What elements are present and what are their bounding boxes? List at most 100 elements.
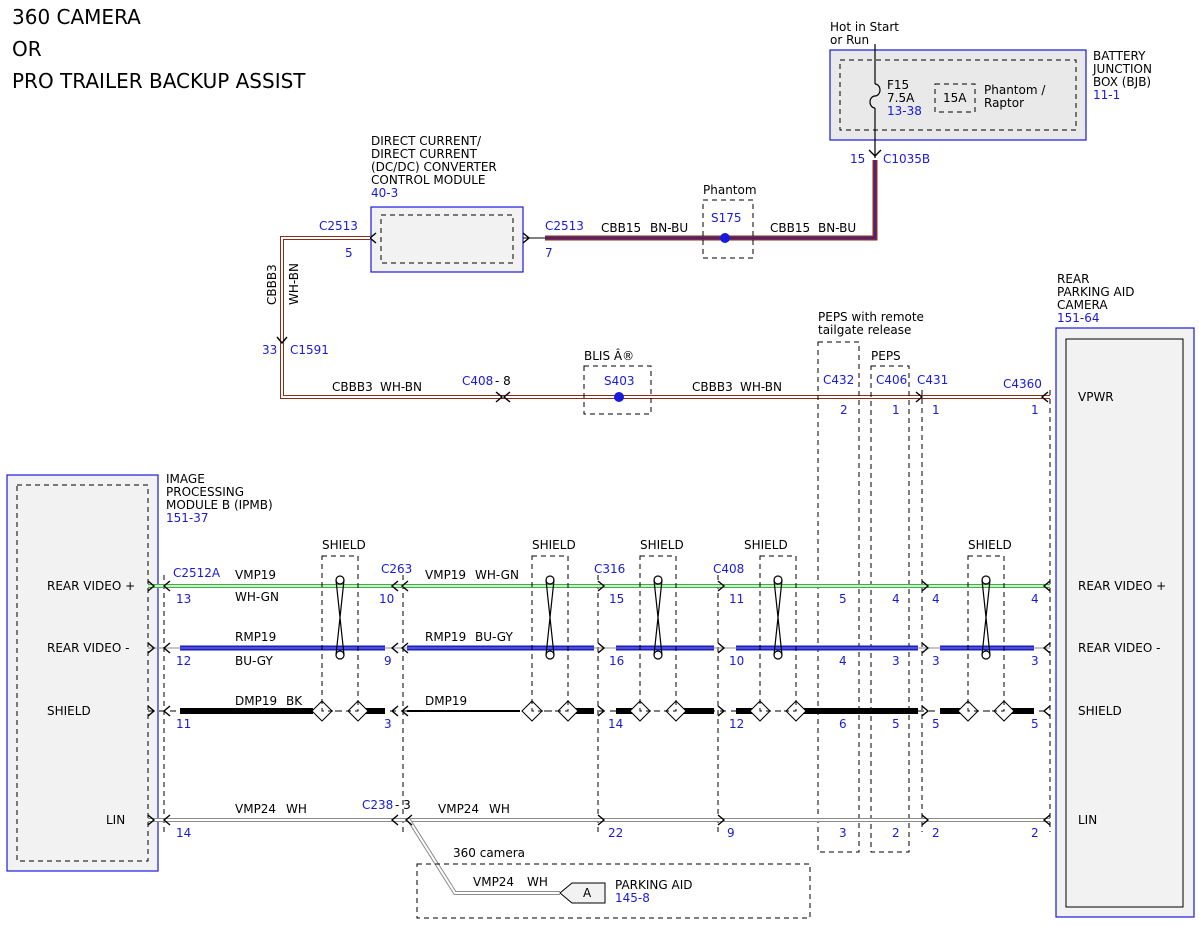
wire-vmp24-c-circuit: VMP24 (473, 875, 514, 889)
wire-cbbb3 (280, 236, 1050, 399)
wire-vmp19-a-circuit: VMP19 (235, 568, 276, 582)
ipmb-ref: 151-37 (166, 511, 209, 525)
camera-name-1: REAR (1057, 272, 1089, 286)
battery-junction-box: BATTERY JUNCTION BOX (BJB) 11-1 (829, 49, 1152, 141)
wire-dmp19-a-color: BK (286, 694, 303, 708)
fuse-rating: 7.5A (887, 91, 915, 105)
s175-option-label: Phantom (703, 183, 757, 197)
c1035b-connector-icon (868, 149, 882, 157)
wire-rmp19-b-color: BU-GY (475, 630, 513, 644)
c431-pin-2: 2 (932, 826, 940, 840)
c432-pin-3: 3 (839, 826, 847, 840)
c408-pin-9: 9 (727, 826, 735, 840)
camera360-option-box (416, 863, 811, 919)
wire-dmp19-a-circuit: DMP19 (235, 694, 277, 708)
shield-label-2: SHIELD (532, 538, 576, 552)
ipmb-signal-lin: LIN (106, 813, 125, 827)
c432-pin-6: 6 (839, 717, 847, 731)
wire-cbbb3-b-color: WH-BN (740, 380, 782, 394)
c431-pin-1: 1 (932, 403, 940, 417)
shield-label-3: SHIELD (640, 538, 684, 552)
ipmb-signal-rear-video-neg: REAR VIDEO - (47, 641, 129, 655)
c316-name: C316 (594, 562, 625, 576)
c1035b-pin: 15 (850, 152, 865, 166)
fuse-alt-rating: 15A (943, 91, 967, 105)
c408-pin-11: 11 (729, 592, 744, 606)
camera360-label: 360 camera (453, 846, 525, 860)
camera-signal-rear-video-pos: REAR VIDEO + (1078, 579, 1166, 593)
c316-pin-14: 14 (608, 717, 623, 731)
c408-pin-10: 10 (729, 654, 744, 668)
hot-in-start-label-2: or Run (830, 33, 869, 47)
c1591-name: C1591 (290, 343, 329, 357)
camera-signal-shield: SHIELD (1078, 704, 1122, 718)
ipmb-name-1: IMAGE (166, 472, 205, 486)
shield-label-1: SHIELD (322, 538, 366, 552)
pin-numbers: 13 12 11 14 10 9 3 15 16 14 22 11 10 12 … (176, 403, 1039, 840)
wire-vmp19-b-color: WH-GN (475, 568, 519, 582)
c432-name: C432 (823, 373, 854, 387)
ipmb-pin-14: 14 (176, 826, 191, 840)
ipmb-name-2: PROCESSING (166, 485, 244, 499)
c238-pin: - 3 (395, 798, 411, 812)
rear-parking-aid-camera (1055, 327, 1195, 918)
bjb-name-2: JUNCTION (1092, 62, 1152, 76)
wire-cbb15-b-circuit: CBB15 (770, 221, 810, 235)
bjb-ref: 11-1 (1093, 88, 1120, 102)
dcdc-name-1: DIRECT CURRENT/ (371, 134, 482, 148)
c2513-right-pin: 7 (545, 246, 553, 260)
peps-option-box (870, 365, 910, 853)
wire-rmp19-b-circuit: RMP19 (425, 630, 466, 644)
ipmb-pin-11: 11 (176, 717, 191, 731)
c263-pin-10: 10 (379, 592, 394, 606)
c408-top-pin: - 8 (495, 374, 511, 388)
ipmb-signal-shield: SHIELD (47, 704, 91, 718)
c4360-pin-3: 3 (1031, 654, 1039, 668)
fuse-name: F15 (887, 78, 909, 92)
bjb-name-1: BATTERY (1093, 49, 1146, 63)
fuse-alt-label-1: Phantom / (984, 83, 1046, 97)
wire-dmp19-b-circuit: DMP19 (425, 694, 467, 708)
camera-name-3: CAMERA (1057, 298, 1108, 312)
c4360-pin-2: 2 (1031, 826, 1039, 840)
image-processing-module-b (6, 474, 159, 872)
shield-label-5: SHIELD (968, 538, 1012, 552)
peps-remote-label-2: tailgate release (818, 323, 911, 337)
c408-name: C408 (713, 562, 744, 576)
c406-pin-1: 1 (892, 403, 900, 417)
shield-label-4: SHIELD (744, 538, 788, 552)
c431-pin-3: 3 (932, 654, 940, 668)
wire-vmp24-c-color: WH (527, 875, 548, 889)
wire-rmp19-a-circuit: RMP19 (235, 630, 276, 644)
wire-cbbb3-v-circuit: CBBB3 (265, 264, 279, 305)
parking-aid-tag: A (583, 886, 592, 900)
dcdc-name-4: CONTROL MODULE (371, 173, 486, 187)
s403-name: S403 (604, 374, 635, 388)
wire-cbbb3-a-circuit: CBBB3 (332, 380, 373, 394)
fuse-alt-label-2: Raptor (984, 96, 1024, 110)
wire-cbb15-a-color: BN-BU (650, 221, 688, 235)
wire-vmp19-a-color: WH-GN (235, 590, 279, 604)
parking-aid-connector-tag (559, 882, 606, 904)
c406-pin-5: 5 (892, 717, 900, 731)
peps-remote-label-1: PEPS with remote (818, 310, 924, 324)
wire-cbbb3-v-color: WH-BN (287, 263, 301, 305)
c432-pin-5: 5 (839, 592, 847, 606)
peps-remote-option-box (817, 341, 860, 853)
ipmb-name-3: MODULE B (IPMB) (166, 498, 273, 512)
wire-vmp24-b-color: WH (489, 802, 510, 816)
c1591-pin: 33 (262, 343, 277, 357)
c406-pin-4: 4 (892, 592, 900, 606)
camera-name-2: PARKING AID (1057, 285, 1135, 299)
camera-signal-lin: LIN (1078, 813, 1097, 827)
dcdc-converter-module (370, 206, 524, 273)
s403-option-label: BLIS Â® (584, 348, 634, 363)
ipmb-pin-13: 13 (176, 592, 191, 606)
wire-cbbb3-a-color: WH-BN (380, 380, 422, 394)
c431-name: C431 (917, 373, 948, 387)
wire-vmp24-b-circuit: VMP24 (438, 802, 479, 816)
camera-ref: 151-64 (1057, 311, 1100, 325)
c316-pin-16: 16 (609, 654, 624, 668)
c2512a-name: C2512A (173, 566, 221, 580)
